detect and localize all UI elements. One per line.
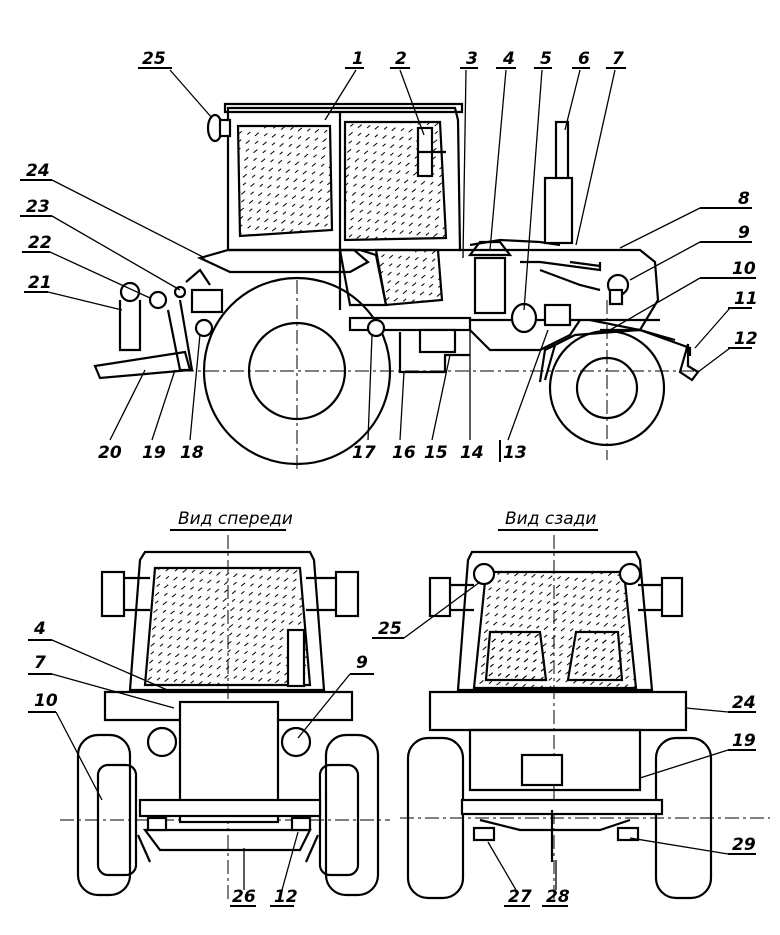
label: 10 [34,691,58,711]
label: 24 [26,161,50,181]
label: 25 [142,49,166,69]
label: 29 [732,835,756,855]
front-view [60,535,390,900]
label: 4 [33,619,46,639]
label: 8 [738,189,750,209]
label: 4 [502,49,515,69]
lamp-right [618,562,642,586]
label: 9 [356,653,368,673]
label: 12 [274,887,298,907]
rear-linkage [93,268,386,380]
wheel-left [76,733,132,897]
headlight-right [280,726,312,758]
rear-view-title: Вид сзади [505,509,596,529]
exhaust-pipe [286,628,306,688]
lamp-left [472,562,496,586]
cabin [196,102,464,310]
filter [473,256,507,315]
label: 10 [732,259,756,279]
label: 7 [34,653,46,673]
rear-wheel-right [654,736,713,900]
label: 5 [540,49,552,69]
label: 17 [352,443,376,463]
label: 7 [612,49,624,69]
label: 1 [352,49,364,69]
headlight-left [146,726,178,758]
labels: 25 1 2 3 4 5 6 7 8 9 10 11 [20,49,758,907]
label: 6 [578,49,590,69]
label: 19 [732,731,756,751]
label: 16 [392,443,416,463]
label: 12 [734,329,758,349]
work-lamp [206,113,232,143]
rear-view [400,535,770,900]
label: 24 [732,693,756,713]
label: 9 [738,223,750,243]
rear-wheel [202,276,392,466]
exhaust-pipe [543,120,574,245]
label: 18 [180,443,204,463]
label: 20 [98,443,122,463]
label: 21 [28,273,52,293]
front-wheel [548,329,666,447]
label: 23 [26,197,50,217]
label: 28 [546,887,570,907]
wheel-right [324,733,380,897]
label: 2 [395,49,407,69]
front-view-title: Вид спереди [178,509,293,529]
label: 14 [460,443,484,463]
label: 19 [142,443,166,463]
label: 25 [378,619,402,639]
label: 3 [466,49,478,69]
fender [538,328,676,383]
rear-wheel-left [406,736,465,900]
label: 22 [28,233,52,253]
front-hook [678,343,700,382]
label: 11 [734,289,758,309]
front-axle [138,798,322,818]
label: 27 [508,887,532,907]
label: 26 [232,887,256,907]
side-view [93,102,700,470]
label: 15 [424,443,448,463]
label: 13 [503,443,527,463]
